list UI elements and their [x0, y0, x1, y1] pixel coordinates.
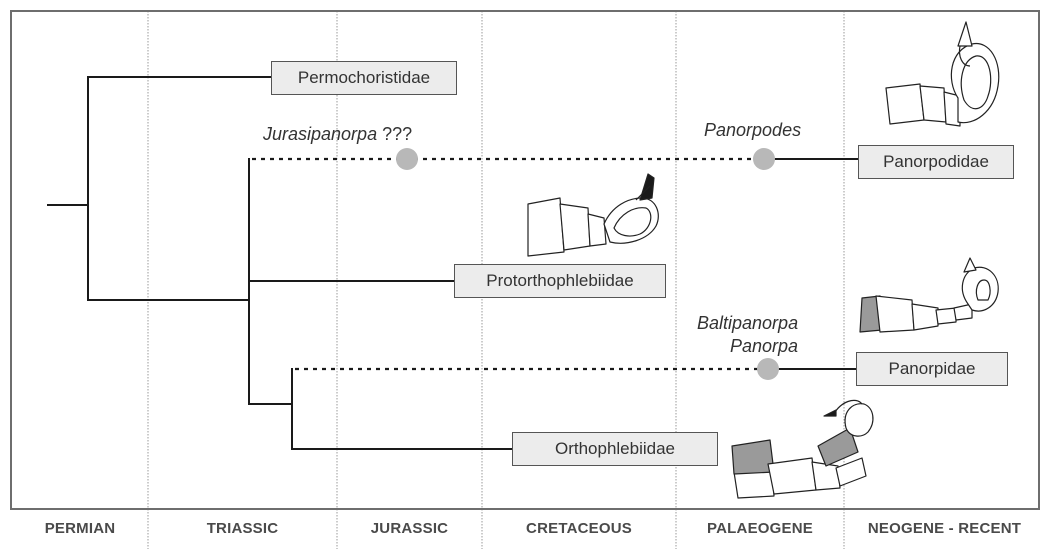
period-label-cretaceous: CRETACEOUS: [482, 520, 676, 537]
genus-name-panorpa: Panorpa: [730, 336, 798, 356]
taxon-box-orthophlebiidae: Orthophlebiidae: [512, 432, 718, 466]
taxon-box-permochoristidae: Permochoristidae: [271, 61, 457, 95]
period-label-neogene-recent: NEOGENE - RECENT: [844, 520, 1045, 537]
taxon-box-panorpodidae: Panorpodidae: [858, 145, 1014, 179]
period-label-jurassic: JURASSIC: [337, 520, 482, 537]
taxon-label-protorthophlebiidae: Protorthophlebiidae: [486, 271, 633, 291]
taxon-label-panorpodidae: Panorpodidae: [883, 152, 989, 172]
genus-name-panorpodes: Panorpodes: [704, 120, 801, 140]
genus-label-panorpodes: Panorpodes: [704, 120, 801, 141]
taxon-label-panorpidae: Panorpidae: [889, 359, 976, 379]
uncertainty-mark: ???: [377, 124, 412, 144]
genus-label-panorpa: Panorpa: [730, 336, 798, 357]
genus-label-baltipanorpa: Baltipanorpa: [697, 313, 798, 334]
genus-name-jurasipanorpa: Jurasipanorpa: [263, 124, 377, 144]
taxon-label-orthophlebiidae: Orthophlebiidae: [555, 439, 675, 459]
period-label-permian: PERMIAN: [12, 520, 148, 537]
period-label-palaeogene: PALAEOGENE: [676, 520, 844, 537]
taxon-label-permochoristidae: Permochoristidae: [298, 68, 430, 88]
period-label-triassic: TRIASSIC: [148, 520, 337, 537]
genus-name-baltipanorpa: Baltipanorpa: [697, 313, 798, 333]
taxon-box-protorthophlebiidae: Protorthophlebiidae: [454, 264, 666, 298]
taxon-box-panorpidae: Panorpidae: [856, 352, 1008, 386]
genus-label-jurasipanorpa: Jurasipanorpa ???: [263, 124, 412, 145]
